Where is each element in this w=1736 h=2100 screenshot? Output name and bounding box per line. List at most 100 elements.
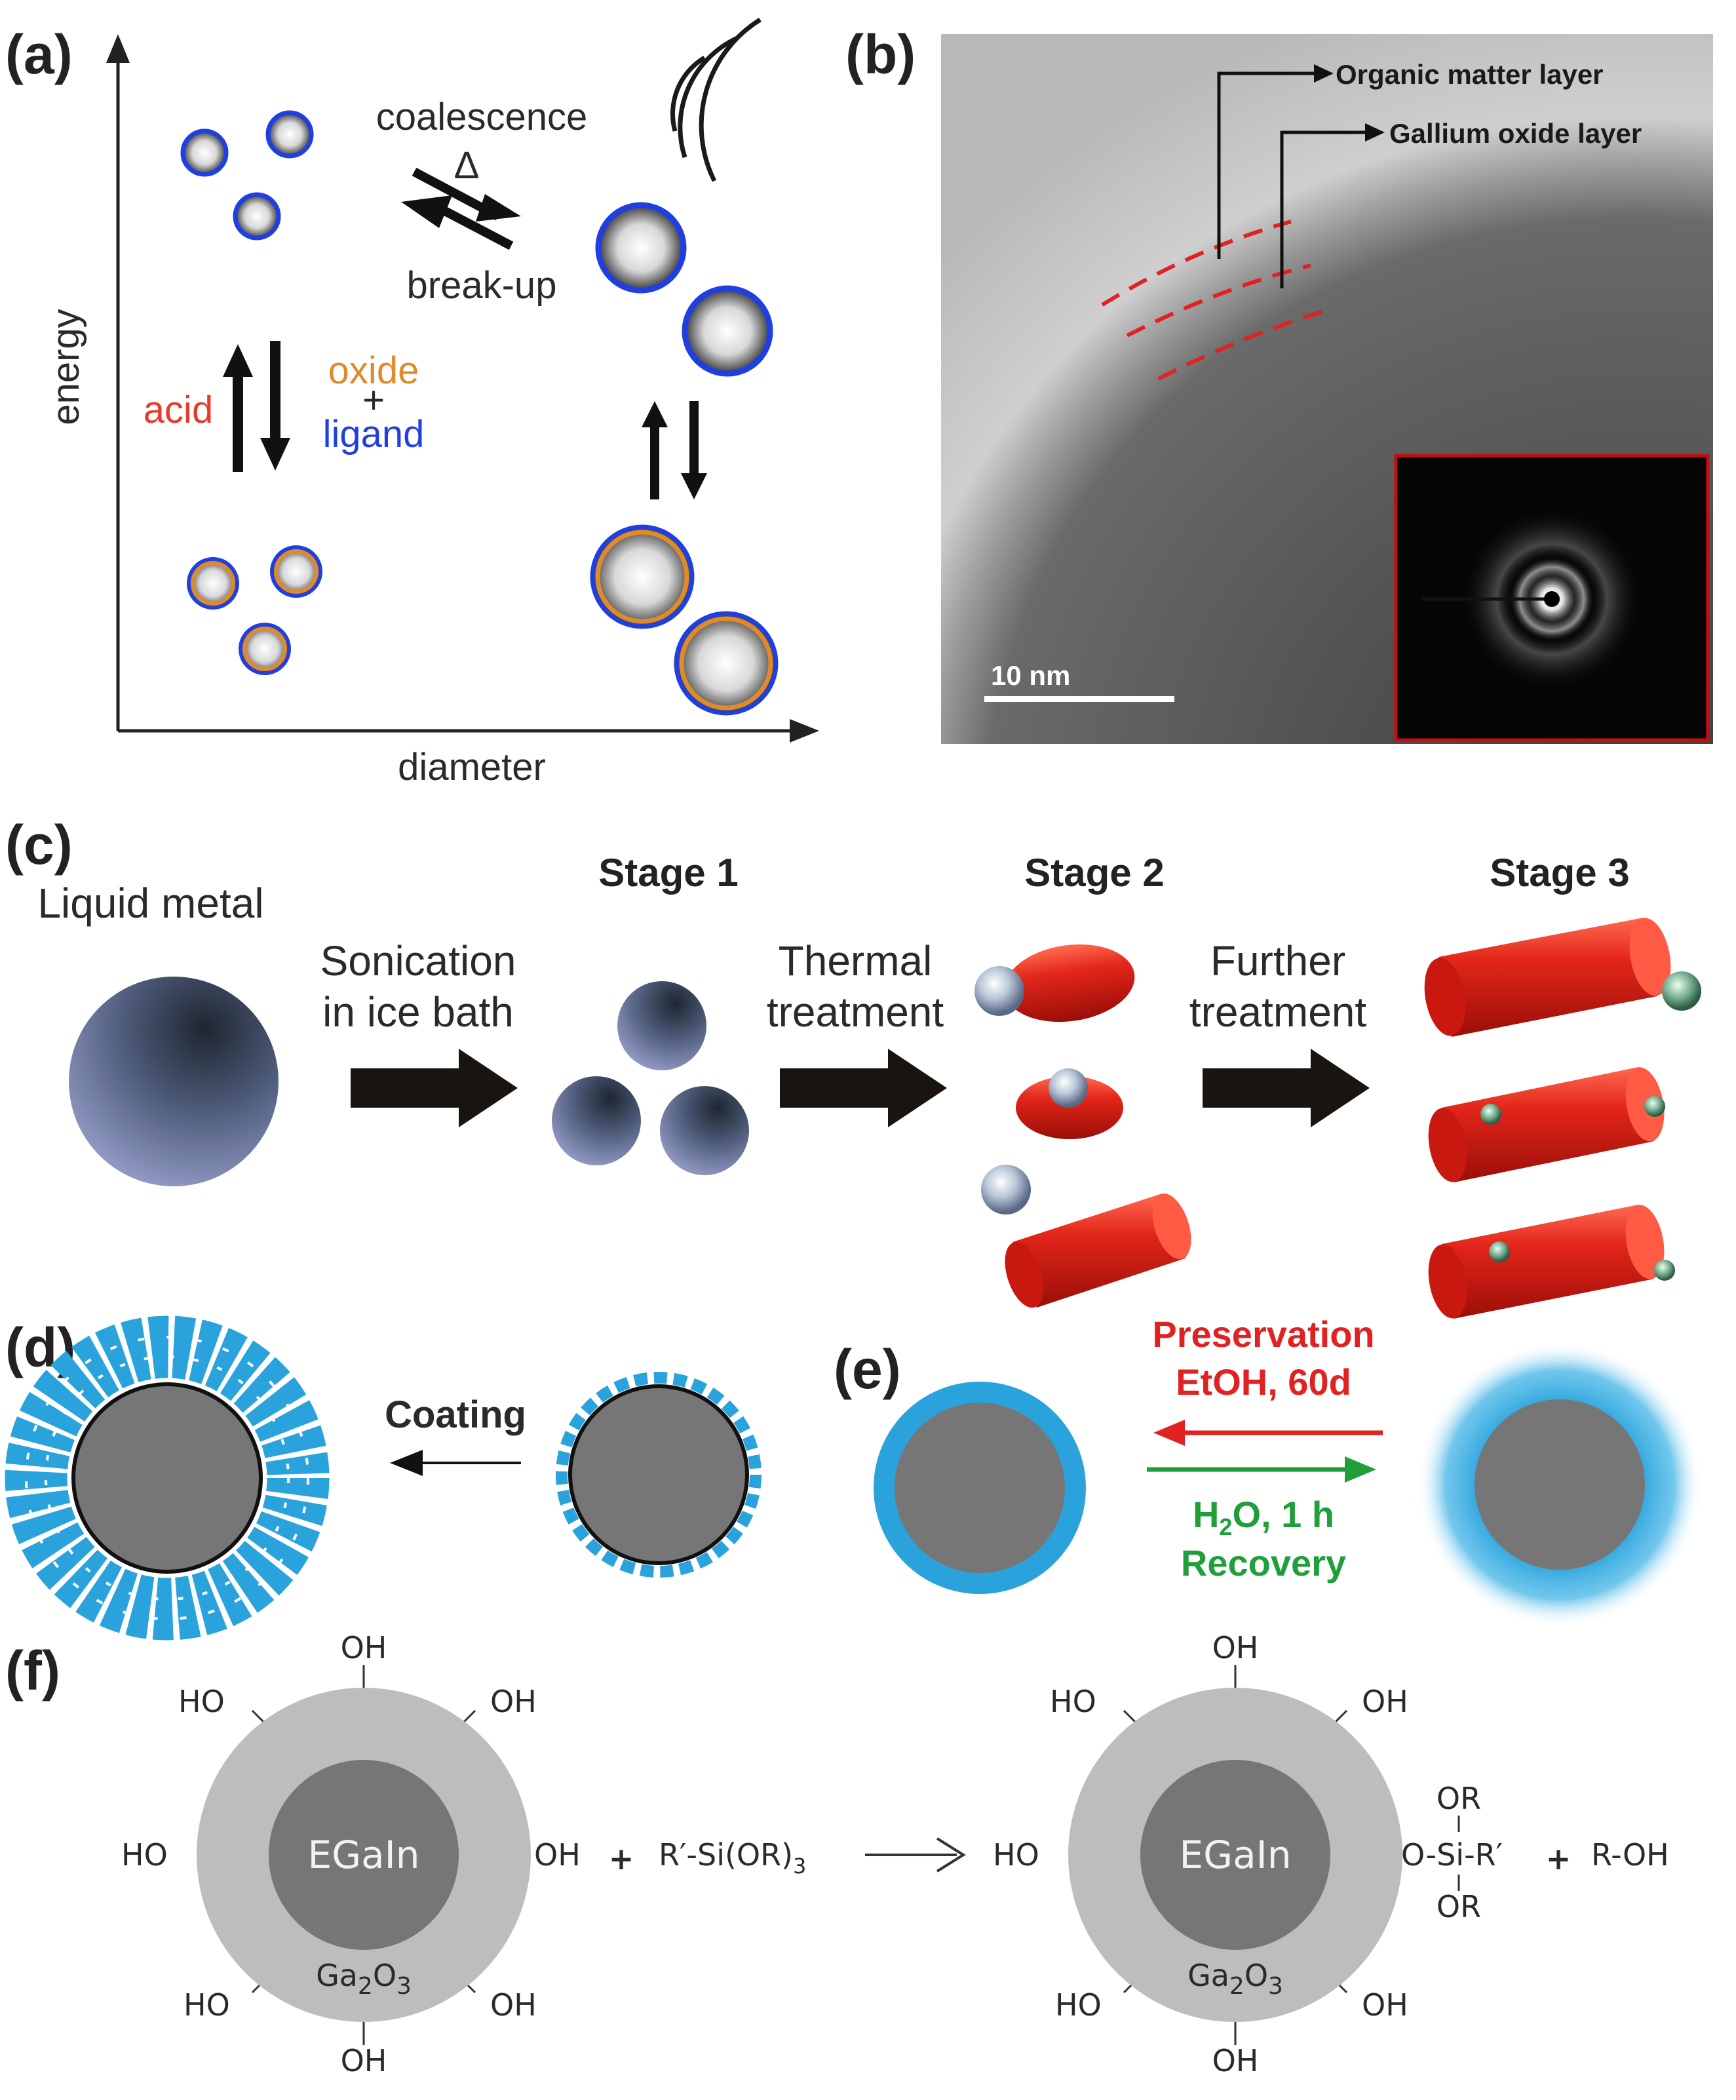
panel-c: (c) Liquid metal Stage 1 Stage 2 Stage 3… [5,814,1701,1319]
down-arrow-left-head [260,438,290,471]
silane-linkage: O-Si-R′ [1401,1837,1503,1873]
up-arrow-right-shaft [650,426,659,499]
h2o-condition-label: H2O, 1 h [1193,1494,1334,1540]
plus-sign: + [362,379,385,421]
forward-arrow-head [476,194,521,222]
egain-particle-left: EGaIn Ga2O3 [197,1665,531,2045]
layer-leader-lines [1217,71,1368,288]
hydroxyl-bottom: OH [341,2043,387,2078]
leader-arrowhead [1314,64,1334,83]
leader-arrowhead [1365,123,1385,142]
down-arrow-right-shaft [689,401,699,475]
small-droplet [265,110,314,159]
stage3-rod [1424,918,1671,1037]
panel-b-label: (b) [845,24,916,85]
small-droplet [180,128,229,177]
stage3-droplet [1644,1096,1665,1117]
hydroxyl-top: OH [341,1630,387,1665]
coating-arrow-head [390,1450,423,1476]
panel-f-label: (f) [5,1640,60,1701]
alkoxy-top: OR [1437,1781,1481,1816]
plus-sign: + [609,1841,634,1876]
organic-layer-label: Organic matter layer [1336,59,1604,90]
beam-stop-center [1544,591,1560,607]
liquid-metal-label: Liquid metal [37,880,263,927]
up-arrow-left-head [223,344,253,377]
thin-coating [556,1372,762,1578]
stage1-droplet [552,1076,641,1165]
core-label: EGaIn [308,1833,420,1877]
stage3-droplet [1489,1241,1510,1262]
hydroxyl-lower-right: OH [490,1987,537,2023]
sonication-waves-icon [670,18,762,182]
hydroxyl-right: OH [534,1837,581,1873]
large-droplet [595,202,687,294]
stage3-rod [1428,1204,1665,1319]
coating-label: Coating [385,1393,526,1436]
hydroxyl-left: HO [121,1837,168,1873]
hydroxyl-lower-right: OH [1362,1987,1408,2023]
small-droplet [233,192,281,241]
scale-bar [984,696,1174,702]
process-arrow-1 [351,1049,518,1127]
core-label: EGaIn [1180,1833,1292,1877]
coated-particle-core [71,1382,263,1574]
shell-label: Ga2O3 [1187,1958,1283,2000]
stage3-droplet [1662,971,1701,1011]
stage2-droplet [1049,1068,1088,1108]
panel-e-label: (e) [834,1338,901,1400]
egain-particle-right: EGaIn Ga2O3 [1068,1665,1460,2045]
alkoxy-bottom: OR [1437,1889,1481,1924]
recovery-arrow-head [1345,1456,1376,1483]
silane-reagent: R′-Si(OR)3 [659,1837,806,1878]
hydroxyl-upper-right: OH [490,1684,537,1719]
large-droplet [682,285,773,377]
stage2-label: Stage 2 [1024,851,1164,895]
ligand-label: ligand [323,413,425,456]
oxide-layer-label: Gallium oxide layer [1389,118,1642,149]
layer-boundaries [1101,220,1335,381]
hydroxyl-lower-left: HO [183,1987,230,2023]
step1-line2: in ice bath [322,988,514,1036]
hydroxyl-left: HO [993,1837,1039,1873]
stage3-droplet [1654,1260,1675,1281]
x-axis-arrowhead [790,719,819,743]
alcohol-byproduct: R-OH [1591,1837,1669,1873]
breakup-label: break-up [407,264,557,307]
coating-texture [45,1355,290,1601]
liquid-metal-droplet [69,977,279,1186]
swollen-particle-core [1475,1399,1645,1570]
process-arrow-3 [1203,1049,1370,1127]
stage2-ellipsoid [1016,1076,1123,1139]
oxidized-large-droplets [590,524,779,716]
hydroxyl-top: OH [1212,1630,1259,1665]
panel-a: (a) diameter energy coalescence Δ break-… [5,18,819,788]
stage1-droplet [660,1086,749,1175]
panel-a-label: (a) [5,24,73,85]
up-arrow-right-head [642,401,668,427]
y-axis-arrowhead [106,34,130,63]
step3-line2: treatment [1189,988,1367,1036]
delta-symbol: Δ [454,144,480,187]
hydroxyl-lower-left: HO [1055,1987,1102,2023]
up-arrow-left-shaft [233,374,243,472]
recovery-label: Recovery [1181,1542,1346,1584]
etoh-label: EtOH, 60d [1176,1361,1351,1403]
preservation-arrow-head [1153,1420,1185,1446]
down-arrow-right-head [681,473,707,499]
process-arrow-2 [780,1049,947,1127]
plus-sign: + [1546,1841,1572,1876]
preserved-particle-core [895,1403,1065,1573]
step2-line2: treatment [767,988,944,1036]
stage3-label: Stage 3 [1490,851,1629,895]
hydroxyl-upper-left: HO [1050,1684,1096,1719]
preservation-label: Preservation [1152,1313,1374,1355]
oxidized-small-droplets [187,545,322,675]
stage3-rod [1428,1066,1665,1182]
stage2-droplet [981,1165,1031,1215]
x-axis-label: diameter [398,746,546,788]
uncoated-particle-core [568,1384,749,1565]
step2-line1: Thermal [779,937,933,984]
hydroxyl-bottom: OH [1212,2043,1259,2078]
